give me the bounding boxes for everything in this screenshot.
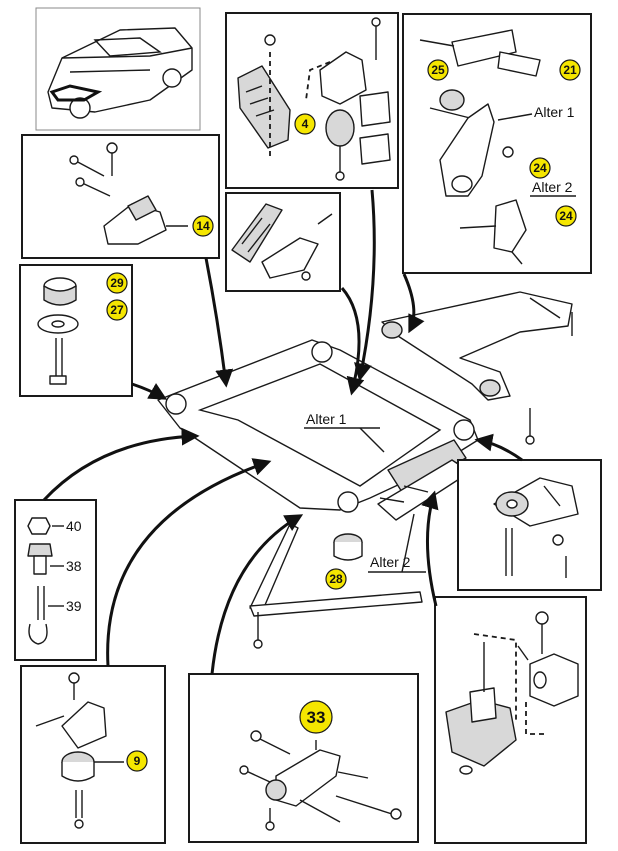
bracket-9-panel: 9: [20, 665, 166, 844]
callout-25-label: 25: [431, 63, 445, 77]
bushing-illustration: [37, 277, 79, 385]
car-illustration: [47, 27, 193, 119]
lower-rod-illustration: [249, 523, 423, 649]
callout-21-label: 21: [563, 63, 577, 77]
car-overview-panel: [35, 7, 201, 131]
part-number-39: 39: [66, 598, 82, 614]
hinge-bracket-illustration: [69, 142, 188, 245]
callout-9-label: 9: [134, 754, 141, 768]
callout-28: 28: [325, 568, 347, 590]
side-mount-panel: [457, 459, 602, 591]
callout-14: 14: [192, 215, 214, 237]
hinge-bracket-panel: 14: [21, 134, 220, 259]
alter1-leader-top: [497, 113, 533, 121]
mount-bracket-illustration: [237, 17, 391, 181]
bracket-9-illustration: [35, 672, 124, 829]
alter2-label-main: Alter 2: [370, 554, 411, 570]
alter2-label-top: Alter 2: [532, 179, 573, 195]
callout-28-label: 28: [329, 572, 343, 586]
plate-bracket-panel: [225, 192, 341, 292]
engine-mount-panel: 4: [225, 12, 399, 189]
part-number-38: 38: [66, 558, 82, 574]
plate-bracket-illustration: [231, 203, 333, 281]
torque-rod-panel: Alter 1 Alter 2 21 25 24 24: [402, 13, 592, 274]
subframe-illustration: [157, 339, 479, 521]
alter1-label-top: Alter 1: [534, 104, 575, 120]
callout-4: 4: [294, 113, 316, 135]
stud-illustration: [27, 517, 53, 645]
stud-panel: 40 38 39: [14, 499, 97, 661]
callout-29-label: 29: [110, 276, 124, 290]
callout-24-upper-label: 24: [533, 161, 547, 175]
connector-arrows: [42, 189, 523, 675]
torque-arm-illustration: [381, 291, 573, 445]
callout-27: 27: [106, 299, 128, 321]
callout-4-label: 4: [302, 117, 309, 131]
callout-27-label: 27: [110, 303, 124, 317]
alter1-pointer-main: [359, 427, 385, 453]
side-mount-illustration: [493, 477, 579, 578]
torque-rod-33-panel: 33: [188, 673, 419, 843]
callout-29: 29: [106, 272, 128, 294]
bushing-28-illustration: [333, 533, 363, 561]
torque-rod-33-illustration: [239, 730, 402, 831]
callout-33: 33: [299, 700, 333, 734]
callout-21: 21: [559, 59, 581, 81]
callout-24-lower-label: 24: [559, 209, 573, 223]
callout-33-label: 33: [307, 708, 326, 727]
bushing-panel: 29 27: [19, 264, 133, 397]
alter2-pointer-main: [401, 513, 415, 573]
callout-25: 25: [427, 59, 449, 81]
torque-rod-illustration: [419, 29, 541, 265]
callout-24-upper: 24: [529, 157, 551, 179]
callout-24-lower: 24: [555, 205, 577, 227]
part-number-40: 40: [66, 518, 82, 534]
callout-14-label: 14: [196, 219, 210, 233]
alter1-label-main: Alter 1: [306, 411, 347, 427]
lower-mount-illustration: [445, 611, 579, 775]
lower-mount-panel: [434, 596, 587, 844]
callout-9: 9: [126, 750, 148, 772]
